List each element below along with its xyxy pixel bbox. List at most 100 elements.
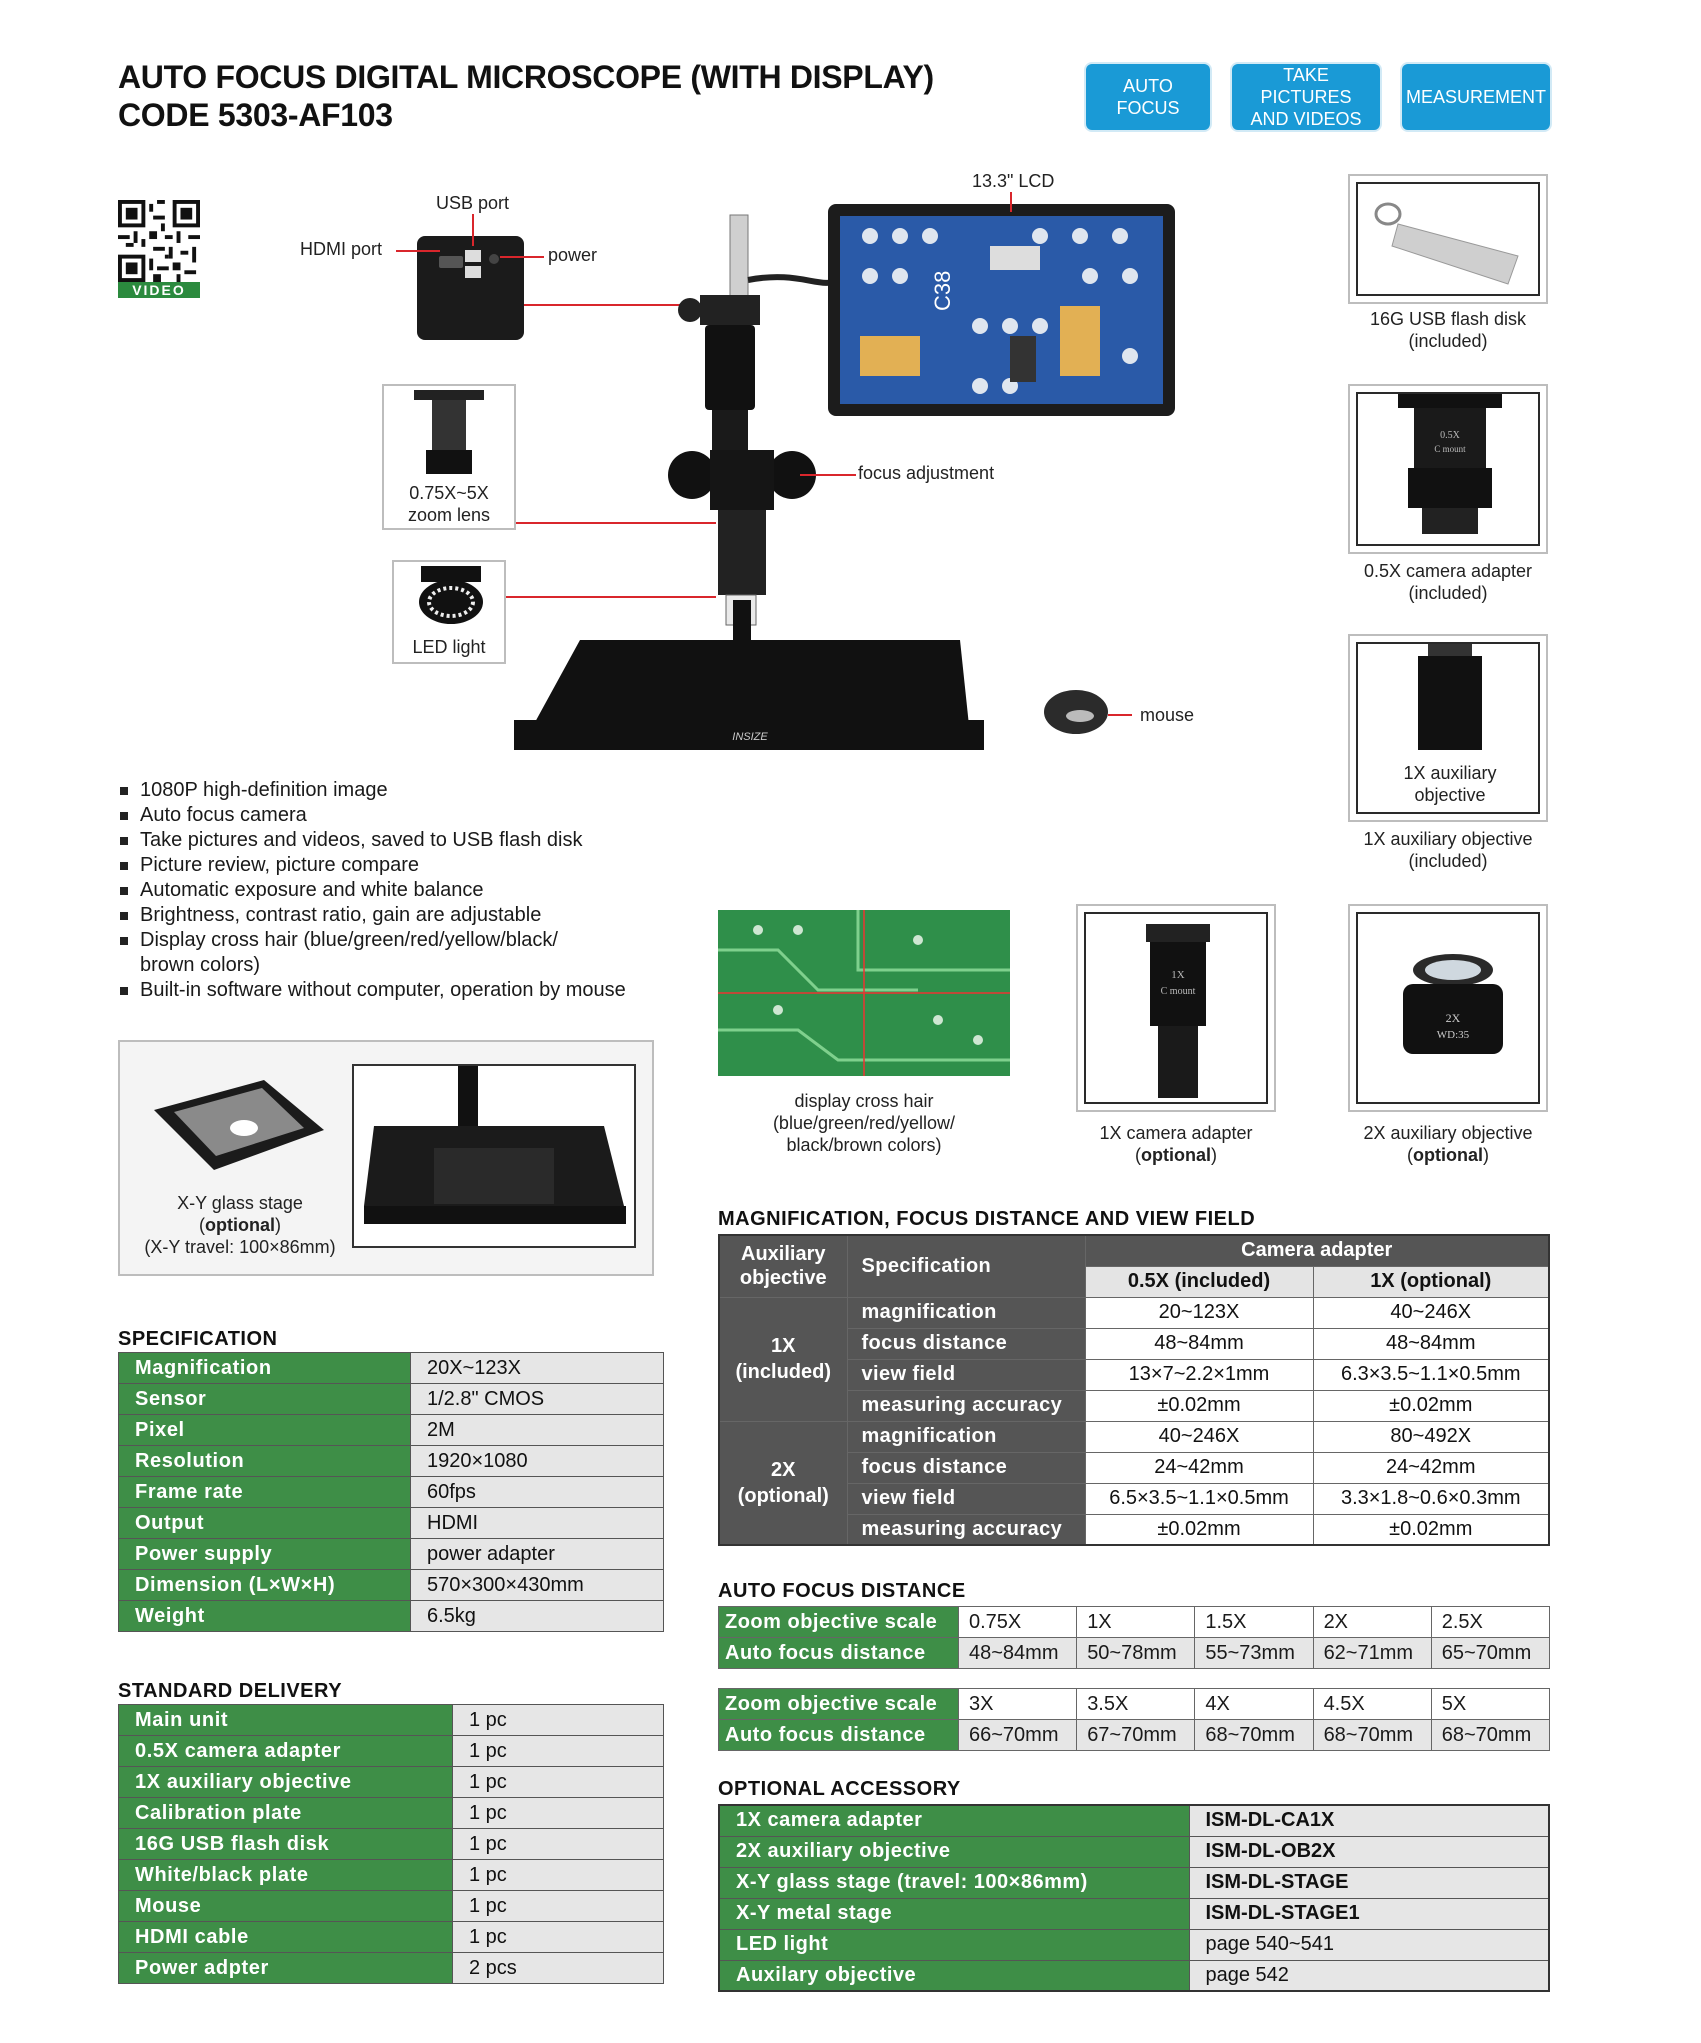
row-value: 4.5X [1312, 1688, 1432, 1720]
camera-adapter-05-caption-1: 0.5X camera adapter [1363, 561, 1533, 581]
accessory-code: ISM-DL-CA1X [1188, 1804, 1550, 1837]
row-value: 48~84mm [957, 1637, 1078, 1669]
led-ring-icon [419, 566, 483, 624]
page-title: AUTO FOCUS DIGITAL MICROSCOPE (WITH DISP… [118, 58, 934, 134]
value-05x: 48~84mm [1084, 1327, 1314, 1360]
delivery-heading: STANDARD DELIVERY [118, 1680, 343, 1702]
aux-objective-1x-box: 1X auxiliary objective [1348, 634, 1548, 822]
table-row: X-Y glass stage (travel: 100×86mm)ISM-DL… [718, 1866, 1550, 1899]
xy-glass-stage-icon [154, 1080, 324, 1170]
aux-objective-1x-icon [1418, 644, 1482, 750]
aux-objective-2x-caption-2: (optional) [1407, 1145, 1489, 1165]
product-code: CODE 5303-AF103 [118, 97, 393, 133]
usb-disk-box [1348, 174, 1548, 304]
usb-disk-icon [1374, 202, 1519, 285]
accessory-code: ISM-DL-STAGE1 [1188, 1897, 1550, 1930]
row-label: Power adpter [118, 1952, 453, 1984]
value-1x: 3.3×1.8~0.6×0.3mm [1312, 1482, 1550, 1515]
value-05x: 20~123X [1084, 1296, 1314, 1329]
header-text: Auxiliary [741, 1243, 826, 1266]
camera-adapter-05-icon: 0.5X C mount [1398, 394, 1502, 534]
row-label: Output [118, 1507, 411, 1539]
value-1x: 6.3×3.5~1.1×0.5mm [1312, 1358, 1550, 1391]
accessory-code: page 540~541 [1188, 1928, 1550, 1961]
feature-item: Automatic exposure and white balance [118, 878, 698, 903]
lens-label-cmount-1x: C mount [1161, 986, 1196, 997]
group-name: 1X [771, 1335, 796, 1357]
accessory-code: ISM-DL-OB2X [1188, 1835, 1550, 1868]
lcd-board-label: C38 [930, 271, 955, 311]
row-label: Zoom objective scale [718, 1688, 959, 1720]
row-value: 1X [1076, 1606, 1196, 1638]
brand-logo: INSIZE [732, 731, 768, 743]
row-label: Weight [118, 1600, 411, 1632]
xy-stage-caption-2: (optional) [199, 1215, 281, 1235]
row-label: Dimension (L×W×H) [118, 1569, 411, 1601]
row-value: 2X [1312, 1606, 1432, 1638]
group-note: (included) [735, 1361, 832, 1383]
feature-item-continued: brown colors) [140, 954, 261, 976]
row-value: 60fps [410, 1476, 664, 1508]
zoom-lens-box: 0.75X~5X zoom lens [382, 384, 516, 530]
stage-mounted-icon [364, 1066, 626, 1224]
camera-adapter-header: Camera adapter [1084, 1234, 1550, 1267]
lens-label-2x: 2X [1446, 1011, 1461, 1025]
row-value: 20X~123X [410, 1352, 664, 1384]
spec-label: focus distance [846, 1451, 1086, 1484]
row-value: 1920×1080 [410, 1445, 664, 1477]
badge-take-pictures: TAKE PICTURES AND VIDEOS [1232, 64, 1380, 130]
led-light-caption: LED light [412, 637, 486, 657]
optional-heading: OPTIONAL ACCESSORY [718, 1778, 961, 1800]
row-value: 1/2.8" CMOS [410, 1383, 664, 1415]
feature-item: 1080P high-definition image [118, 778, 698, 803]
badge-auto-focus: AUTO FOCUS [1086, 64, 1210, 130]
row-label: Pixel [118, 1414, 411, 1446]
row-value: 68~70mm [1312, 1719, 1432, 1751]
row-value: 0.75X [957, 1606, 1078, 1638]
title-line-1: AUTO FOCUS DIGITAL MICROSCOPE (WITH DISP… [118, 59, 934, 95]
row-value: 2 pcs [452, 1952, 664, 1984]
aux-objective-2x-icon: 2X WD:35 [1403, 954, 1503, 1054]
spec-label: magnification [846, 1420, 1086, 1453]
lens-label-1x: 1X [1171, 969, 1185, 981]
camera-adapter-05-caption-2: (included) [1408, 583, 1488, 603]
value-05x: 13×7~2.2×1mm [1084, 1358, 1314, 1391]
row-value: 1 pc [452, 1828, 664, 1860]
group-label: 1X (included) [718, 1296, 848, 1422]
cross-hair-image [718, 910, 1010, 1076]
accessory-name: LED light [718, 1928, 1190, 1961]
row-value: 62~71mm [1312, 1637, 1432, 1669]
accessory-code: ISM-DL-STAGE [1188, 1866, 1550, 1899]
mouse-icon [1044, 690, 1108, 734]
row-value: 2M [410, 1414, 664, 1446]
aux-objective-1x-caption-1: 1X auxiliary objective [1363, 829, 1533, 849]
table-row: measuring accuracy±0.02mm±0.02mm [719, 1513, 1550, 1546]
value-05x: ±0.02mm [1084, 1513, 1314, 1546]
usb-port-icon [465, 266, 481, 278]
qr-code[interactable]: VIDEO [118, 200, 200, 300]
row-value: 1.5X [1194, 1606, 1314, 1638]
feature-item: Brightness, contrast ratio, gain are adj… [118, 903, 698, 928]
lens-label-cmount: C mount [1434, 444, 1466, 454]
autofocus-heading: AUTO FOCUS DISTANCE [718, 1580, 966, 1602]
usb-disk-caption-2: (included) [1408, 331, 1488, 351]
xy-stage-box: X-Y glass stage (optional) (X-Y travel: … [118, 1040, 654, 1276]
feature-item: Auto focus camera [118, 803, 698, 828]
xy-stage-caption-1: X-Y glass stage [177, 1193, 303, 1213]
col-header-1x: 1X (optional) [1312, 1265, 1550, 1298]
row-label: Zoom objective scale [718, 1606, 959, 1638]
lcd-callout: 13.3" LCD [972, 171, 1055, 191]
